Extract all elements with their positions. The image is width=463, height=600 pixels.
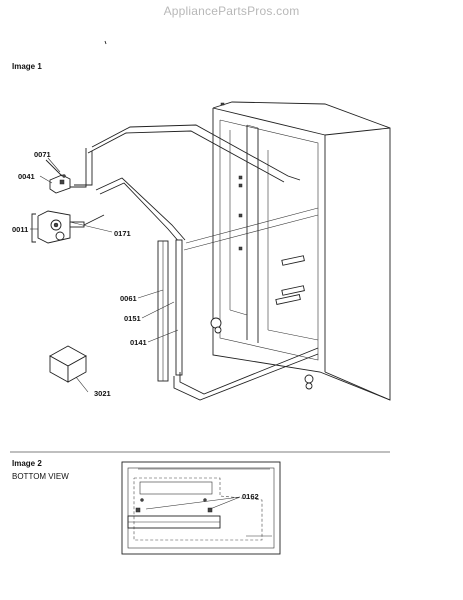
- part-label-0162: 0162: [242, 492, 259, 501]
- part-label-0041: 0041: [18, 172, 35, 181]
- part-label-3021: 3021: [94, 389, 111, 398]
- cabinet-assembly: [210, 101, 391, 401]
- part-label-0071: 0071: [34, 150, 51, 159]
- damper-control-assembly: [31, 159, 105, 244]
- heater-loop: [70, 124, 319, 401]
- image-2-label: Image 2: [12, 459, 42, 468]
- part-3021-box: [49, 345, 87, 383]
- part-label-0171: 0171: [114, 229, 131, 238]
- image-1-label: Image 1: [12, 62, 42, 71]
- bottom-view-diagram: [121, 461, 281, 555]
- stray-mark: [104, 40, 107, 45]
- part-label-0151: 0151: [124, 314, 141, 323]
- watermark-text: AppliancePartsPros.com: [163, 4, 300, 18]
- part-label-0141: 0141: [130, 338, 147, 347]
- bottom-view-label: BOTTOM VIEW: [12, 472, 69, 481]
- part-label-0011: 0011: [12, 225, 29, 234]
- part-label-0061: 0061: [120, 294, 137, 303]
